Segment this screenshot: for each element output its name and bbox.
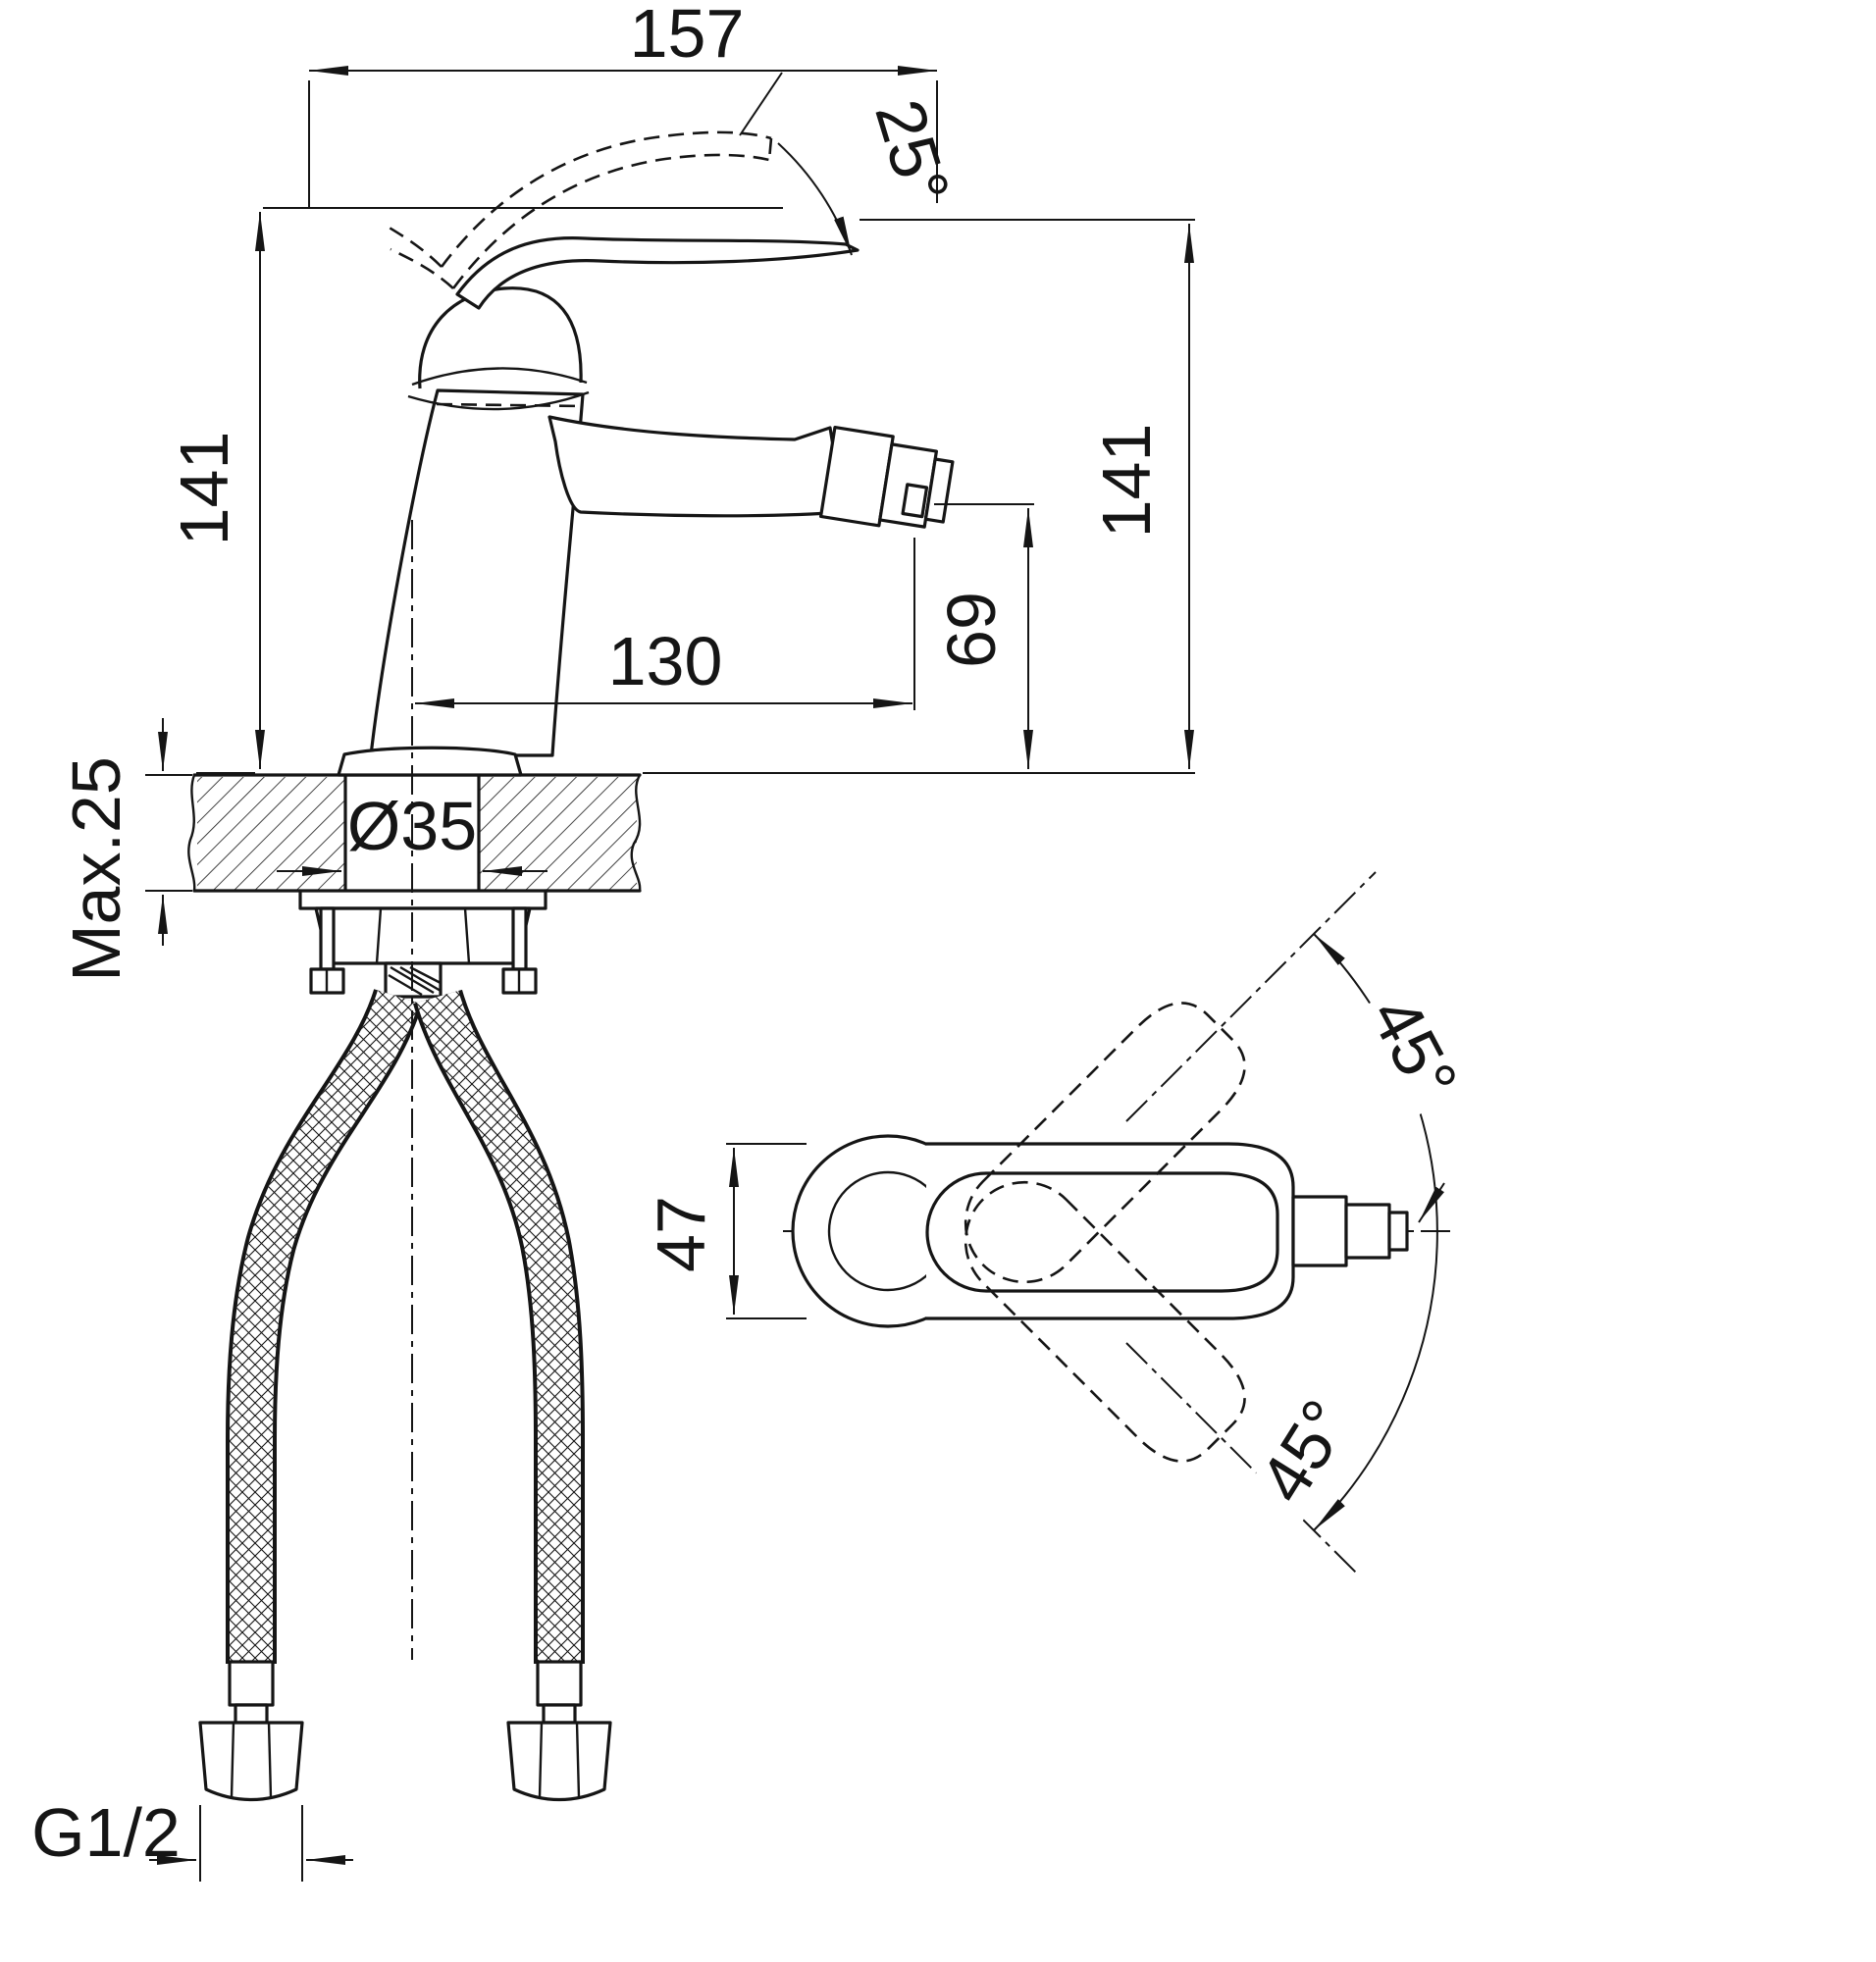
supply-hoses [198, 988, 612, 1802]
dim-top-width: 157 [308, 0, 938, 208]
dim-height-right: 141 [643, 219, 1195, 774]
base-flange [337, 746, 523, 777]
washer [298, 889, 547, 910]
cartridge-dome [418, 286, 583, 389]
hose-nut-left [198, 1721, 304, 1802]
faucet-body [337, 286, 846, 777]
dim-thread-size-label: G1/2 [31, 1794, 181, 1871]
mounting-hardware [298, 889, 547, 999]
dim-lift-angle: 25° [777, 91, 964, 256]
top-view [783, 871, 1450, 1574]
dim-spout-height: 69 [933, 503, 1034, 769]
aerator-top [1291, 1195, 1348, 1267]
dim-height-right-label: 141 [1088, 424, 1165, 539]
dim-spout-height-label: 69 [933, 592, 1010, 668]
side-view [187, 130, 955, 1802]
dim-hole-diameter: Ø35 [277, 788, 547, 876]
dim-body-width: 47 [643, 1143, 807, 1319]
lever-handle-raised-dashed [382, 130, 773, 289]
dim-height-left: 141 [166, 207, 783, 774]
mounting-nut [314, 906, 532, 965]
dim-deck-thickness: Max.25 [58, 718, 192, 982]
dim-hole-diameter-label: Ø35 [347, 788, 477, 864]
lever-handle [455, 236, 860, 310]
hose-nut-right [506, 1721, 612, 1802]
dim-lift-angle-label: 25° [860, 91, 964, 213]
hose-right [416, 990, 581, 1664]
dim-top-width-label: 157 [630, 0, 745, 72]
dimensions: 157 25° 141 141 130 [31, 0, 1472, 1882]
dim-body-width-label: 47 [643, 1196, 719, 1272]
dim-swing-arc: 45° 45° [1245, 933, 1472, 1531]
dim-spout-reach: 130 [415, 538, 915, 710]
aerator [818, 426, 955, 529]
lever-top [925, 1171, 1279, 1293]
spout [547, 415, 846, 518]
dim-spout-reach-label: 130 [608, 623, 723, 699]
dim-deck-thickness-label: Max.25 [58, 756, 134, 982]
dim-thread-size: G1/2 [31, 1794, 353, 1882]
dim-height-left-label: 141 [166, 432, 242, 546]
hose-left [230, 990, 420, 1664]
lever-swung-down-dashed [964, 1180, 1246, 1463]
deck-section [187, 773, 642, 893]
